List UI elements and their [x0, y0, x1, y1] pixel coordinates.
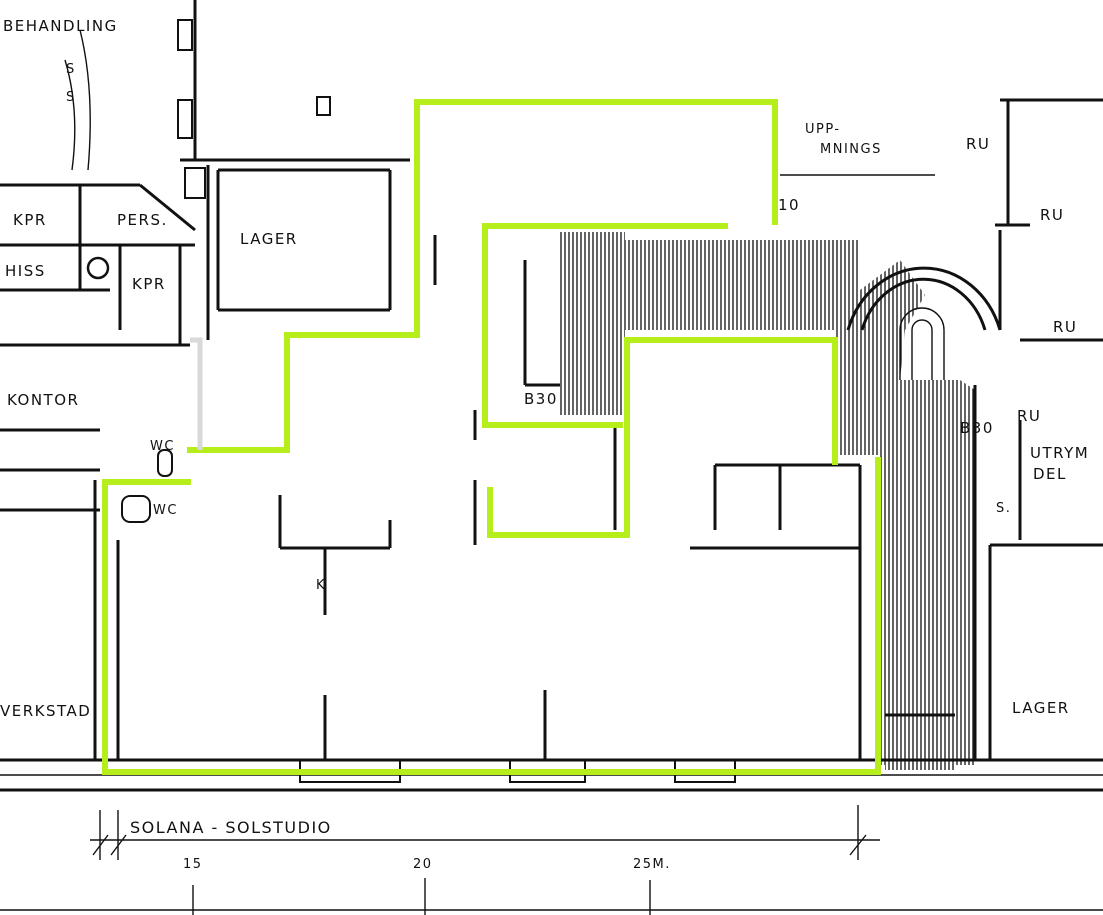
label-uppvarmning-2: MNINGS — [820, 142, 882, 157]
scale-tick-20: 20 — [413, 857, 433, 872]
label-ru-upper: RU — [1040, 206, 1064, 224]
label-uppvarmning-1: UPP- — [805, 122, 841, 137]
label-b30-right: B30 — [960, 419, 994, 437]
label-wc-lower: WC — [153, 503, 178, 518]
highlight-boundary — [102, 99, 881, 775]
label-solana-solstudio: SOLANA - SOLSTUDIO — [130, 818, 332, 837]
label-kpr-mid: KPR — [132, 275, 166, 293]
label-lager-right: LAGER — [1012, 699, 1070, 717]
scale-tick-25m: 25M. — [633, 857, 671, 872]
label-ru-lower: RU — [1017, 407, 1041, 425]
label-b30-left: B30 — [524, 390, 558, 408]
label-utrymme-2: DEL — [1033, 465, 1067, 483]
scale-tick-15: 15 — [183, 857, 203, 872]
label-k-mark: K — [316, 578, 326, 593]
label-ten-mark: 10 — [778, 196, 800, 214]
label-s-left-b: S — [66, 90, 76, 105]
label-behandling: BEHANDLING — [3, 17, 118, 35]
label-hiss: HISS — [5, 262, 46, 280]
label-verkstad: VERKSTAD — [0, 702, 91, 720]
dimension-line — [0, 805, 1103, 915]
label-ru-mid: RU — [1053, 318, 1077, 336]
label-lager-top: LAGER — [240, 230, 298, 248]
label-kontor: KONTOR — [7, 391, 79, 409]
label-s-right: S. — [996, 501, 1011, 516]
label-s-left-a: S — [66, 62, 76, 77]
label-wc-upper: WC — [150, 439, 175, 454]
label-utrymme-1: UTRYM — [1030, 444, 1089, 462]
building-walls — [0, 0, 1103, 792]
label-pers: PERS. — [117, 211, 168, 229]
hatched-corridor — [560, 232, 975, 770]
label-ru-top: RU — [966, 135, 990, 153]
label-kpr-left: KPR — [13, 211, 47, 229]
